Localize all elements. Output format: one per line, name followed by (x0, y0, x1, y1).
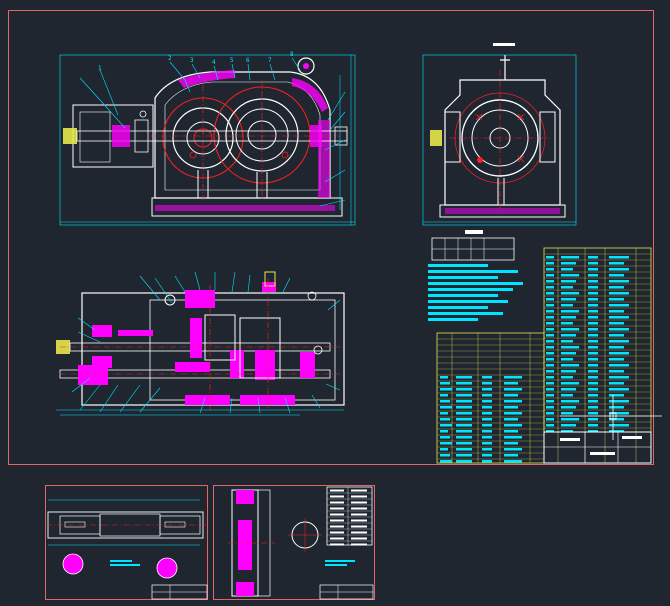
svg-text:1: 1 (98, 65, 102, 72)
svg-text:8: 8 (290, 51, 294, 58)
front-section-view: 1 2 3 4 5 6 7 8 (59, 51, 356, 226)
gear-detail-sheet (213, 485, 375, 600)
svg-text:6: 6 (246, 57, 250, 64)
shaft-detail-sheet (45, 485, 208, 600)
svg-text:3: 3 (190, 57, 194, 64)
technical-notes (428, 230, 523, 321)
svg-text:2: 2 (168, 55, 172, 62)
top-section-view (56, 271, 345, 416)
parts-list-table (436, 247, 652, 464)
svg-text:4: 4 (212, 59, 216, 66)
side-view (422, 43, 577, 226)
main-sheet-border (8, 10, 654, 465)
svg-text:5: 5 (230, 57, 234, 64)
svg-text:7: 7 (268, 57, 272, 64)
crosshair-cursor[interactable] (560, 395, 662, 440)
